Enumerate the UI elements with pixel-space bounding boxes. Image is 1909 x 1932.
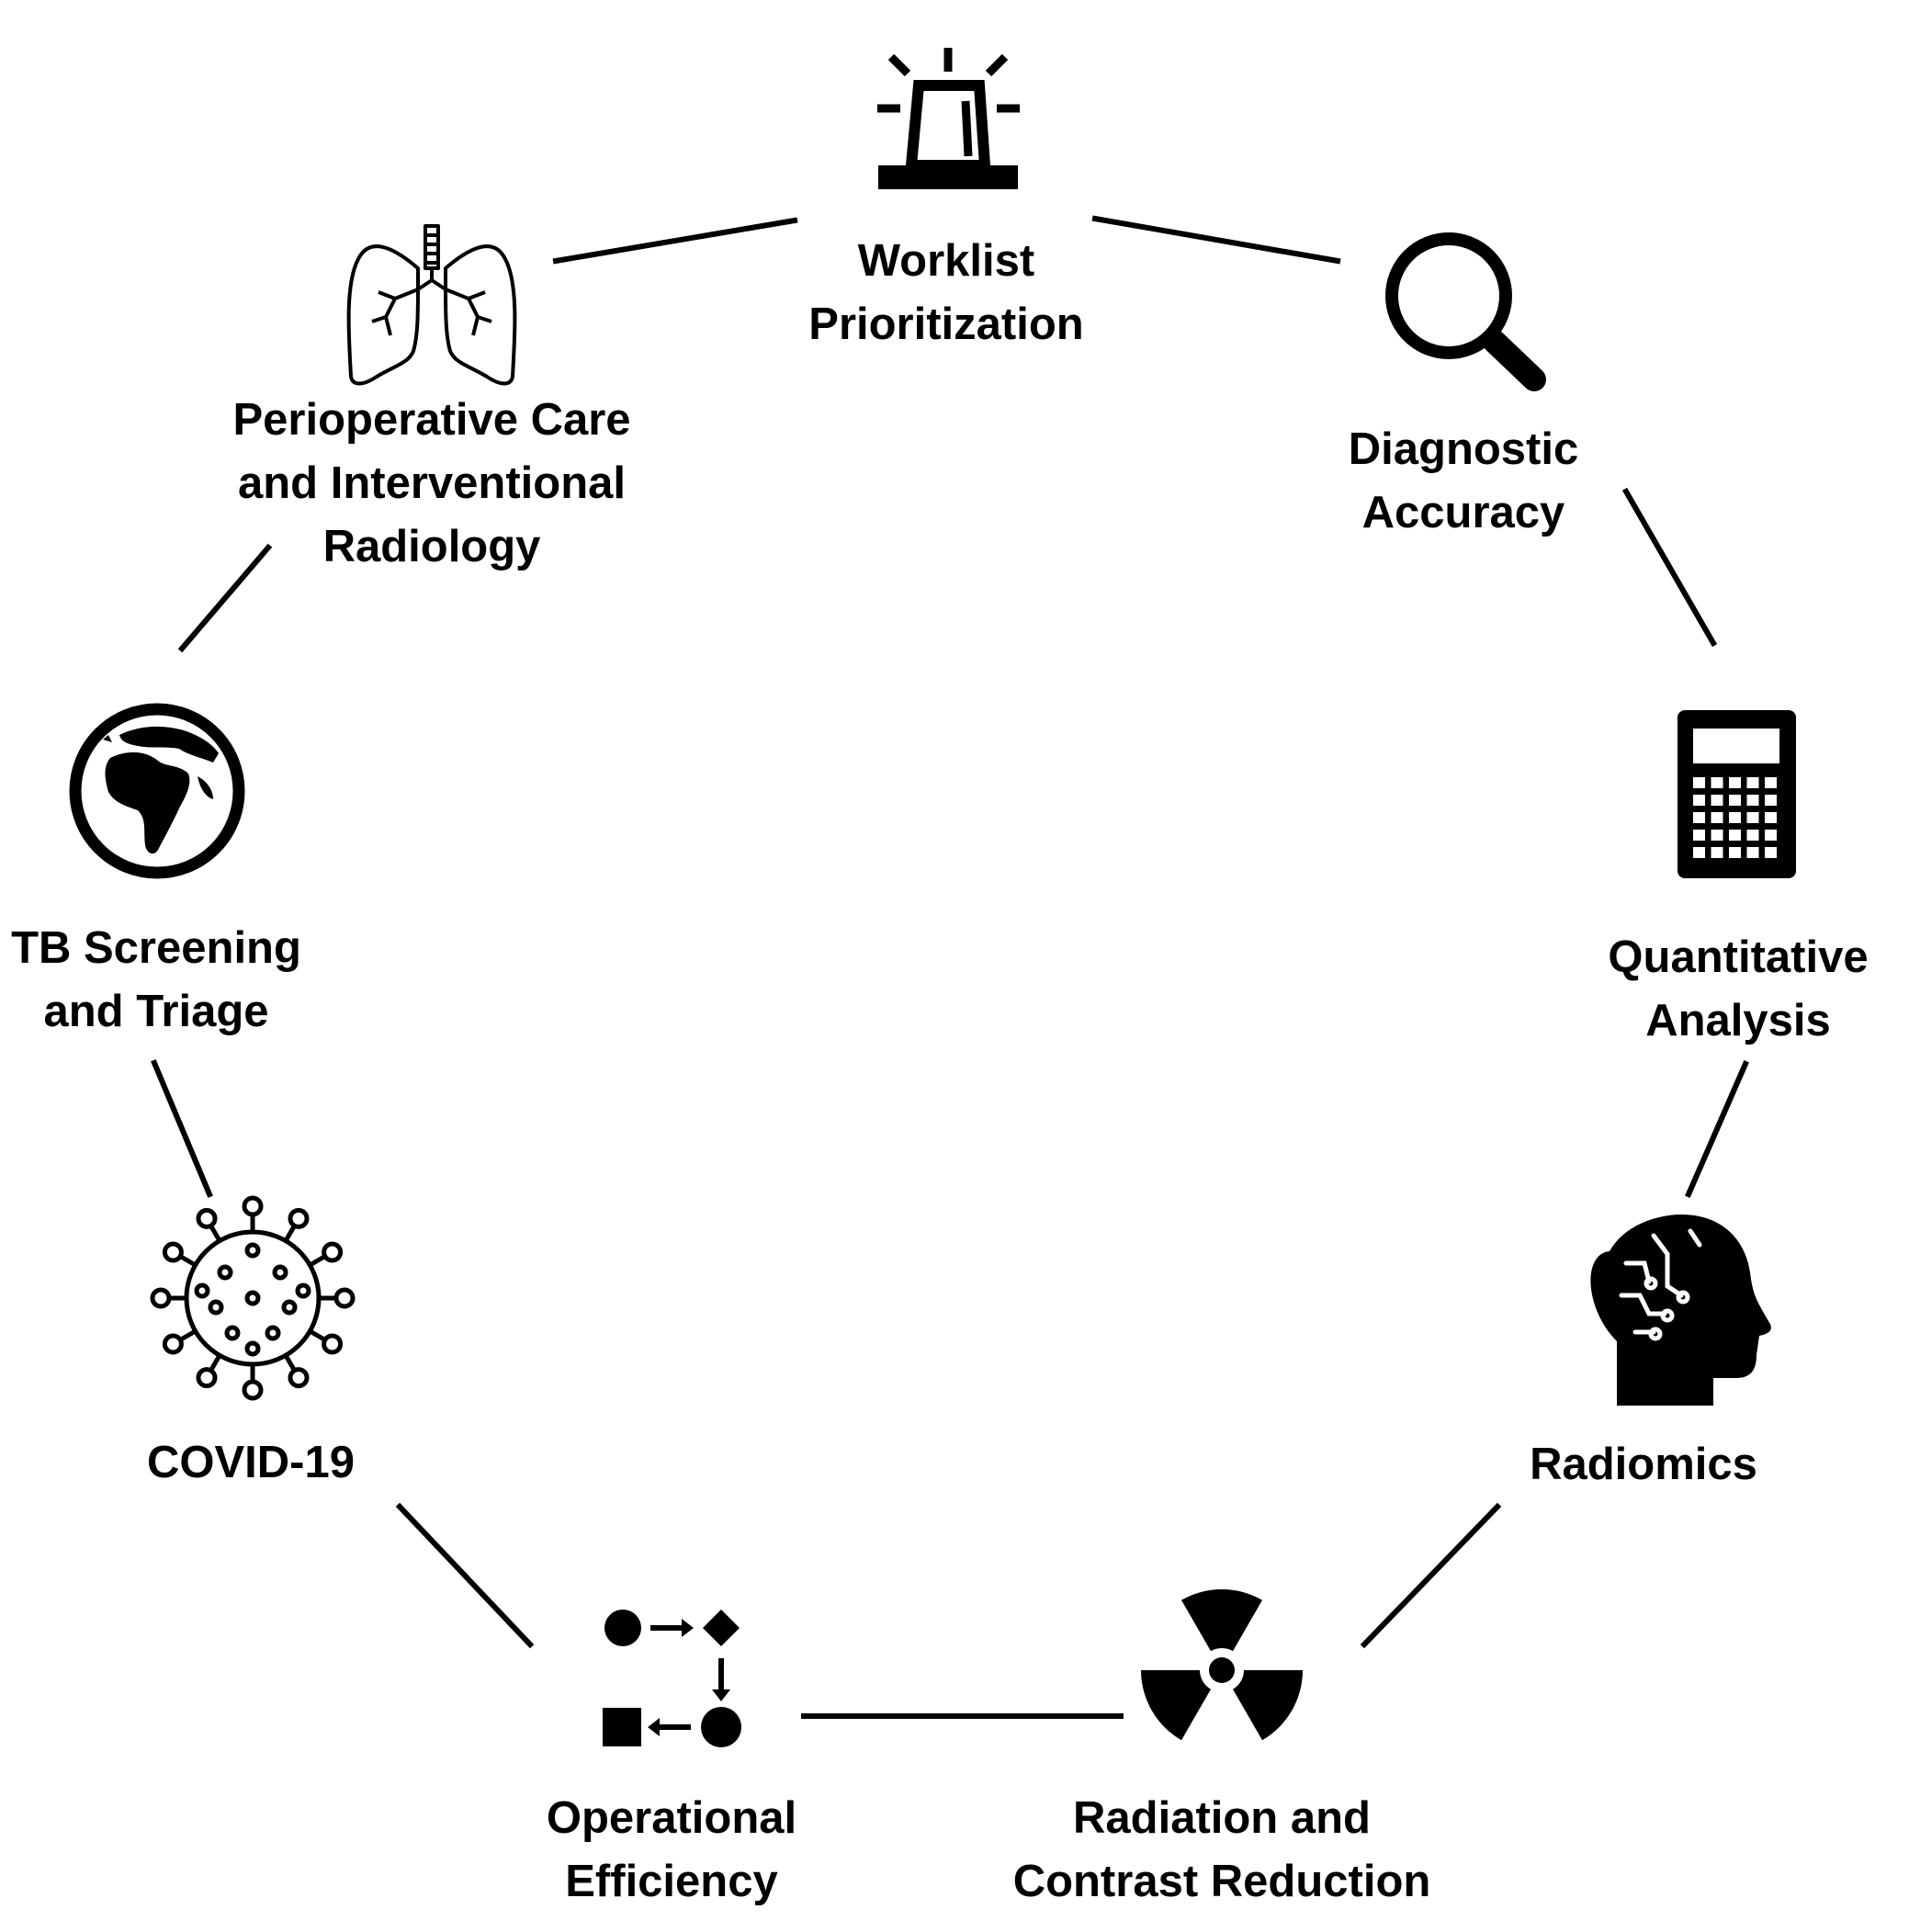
radiation-icon	[1141, 1589, 1303, 1741]
label-line: Analysis	[1645, 996, 1831, 1045]
node-label-periop: Perioperative Care and Interventional Ra…	[232, 389, 630, 579]
label-line: Perioperative Care	[232, 395, 631, 445]
globe-icon	[69, 703, 245, 879]
label-line: Radiation and	[1073, 1793, 1371, 1843]
label-line: Efficiency	[565, 1857, 778, 1906]
label-line: and Interventional	[237, 458, 626, 508]
node-label-covid: COVID-19	[147, 1431, 355, 1495]
connector-radiomics-radiation	[1360, 1502, 1502, 1649]
label-line: Contrast Reduction	[1012, 1857, 1431, 1906]
node-label-radiomics: Radiomics	[1530, 1433, 1757, 1497]
node-label-worklist: Worklist Prioritization	[808, 230, 1083, 356]
label-line: Diagnostic	[1348, 424, 1579, 474]
siren-icon	[877, 48, 1020, 189]
label-line: and Triage	[43, 987, 269, 1036]
node-label-tb: TB Screening and Triage	[11, 917, 301, 1044]
calculator-icon	[1677, 710, 1796, 878]
label-line: TB Screening	[11, 923, 301, 973]
connector-operational-covid	[395, 1502, 535, 1649]
node-label-diagnostic: Diagnostic Accuracy	[1349, 418, 1578, 545]
connector-diagnostic-quantitative	[1621, 487, 1718, 648]
lungs-icon	[346, 224, 517, 386]
label-line: Radiology	[322, 522, 541, 571]
label-line: Accuracy	[1361, 488, 1565, 537]
label-line: Quantitative	[1608, 932, 1869, 982]
connector-periop-worklist	[552, 217, 798, 265]
node-label-operational: Operational Efficiency	[547, 1787, 796, 1914]
node-label-quantitative: Quantitative Analysis	[1608, 926, 1868, 1053]
connector-covid-tb	[151, 1059, 213, 1198]
workflow-icon	[603, 1610, 741, 1747]
label-line: Operational	[546, 1793, 797, 1843]
label-line: COVID-19	[146, 1438, 356, 1487]
magnifier-icon	[1385, 232, 1546, 391]
connector-quantitative-radiomics	[1685, 1060, 1749, 1198]
connector-worklist-diagnostic	[1091, 215, 1341, 265]
label-line: Worklist	[857, 236, 1035, 286]
label-line: Prioritization	[808, 299, 1084, 349]
label-line: Radiomics	[1530, 1440, 1757, 1489]
connector-lines	[151, 215, 1749, 1719]
virus-icon	[150, 1195, 356, 1401]
ai-head-icon	[1590, 1215, 1771, 1406]
node-label-radiation: Radiation and Contrast Reduction	[1013, 1787, 1431, 1914]
connector-tb-periop	[177, 543, 273, 653]
